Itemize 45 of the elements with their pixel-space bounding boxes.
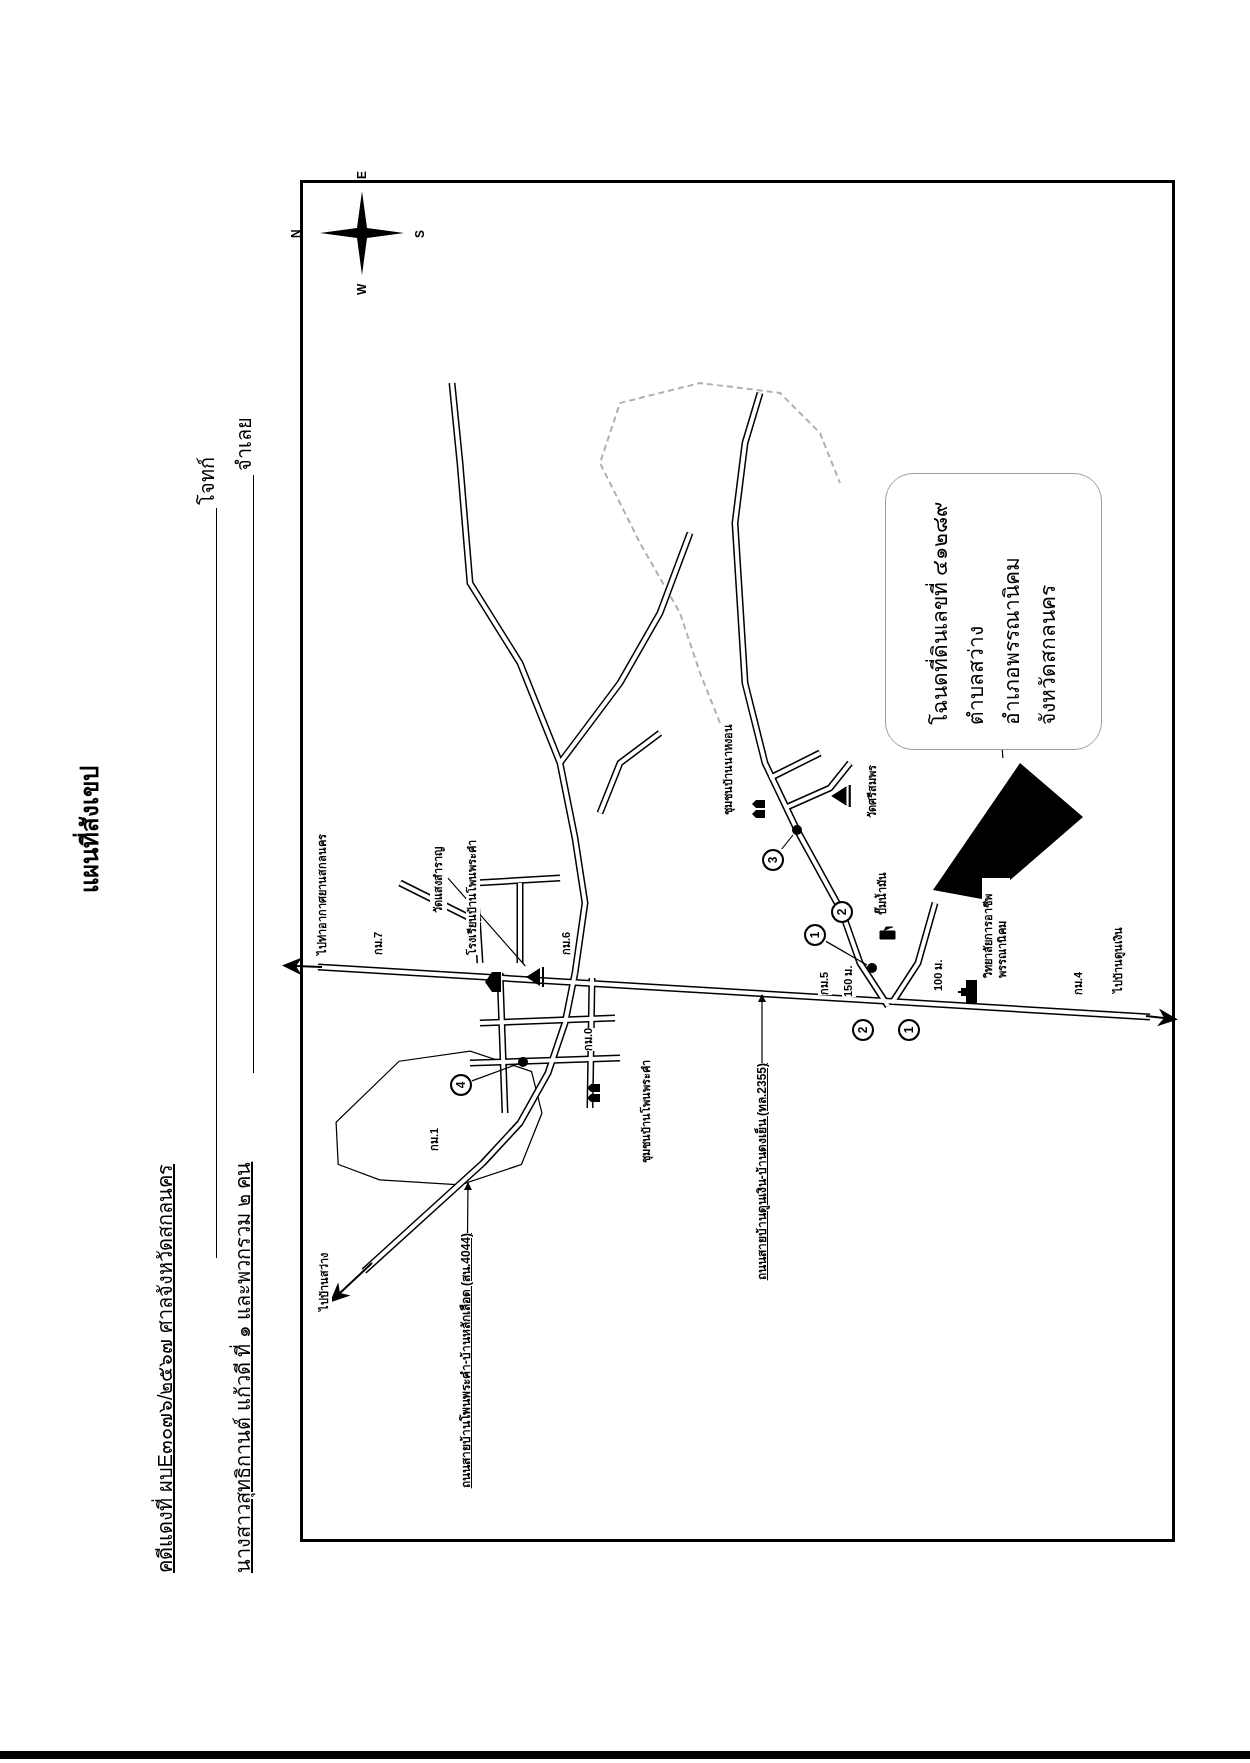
map-label: 100 ม. bbox=[932, 959, 946, 991]
map-label: ไปบ้านสว่าง bbox=[318, 1253, 332, 1311]
party-label: โจทก์ bbox=[195, 457, 219, 505]
map-label: 150 ม. bbox=[842, 965, 856, 997]
map-label: ชุมชนบ้านนาหงอน bbox=[722, 724, 736, 815]
leader-line bbox=[758, 994, 766, 1064]
party-label: จำเลย bbox=[232, 417, 256, 471]
map-label: วัดศรีสมพร bbox=[866, 765, 880, 818]
case-header-text: คดีแดงที่ ผบE๓๐๗๖/๒๕๖๗ ศาลจังหวัดสกลนคร bbox=[150, 1164, 180, 1573]
case-header-text: นางสาวสุทธิกานต์ แก้วดี ที่ ๑ และพวกรวม ๒ คน bbox=[228, 1161, 258, 1573]
callout-text: ตำบลสว่าง bbox=[962, 626, 988, 725]
compass-letter: E bbox=[356, 171, 368, 179]
map-label: กม.0 bbox=[582, 1027, 596, 1051]
road-label: ถนนสายบ้านโพนพระคำ-บ้านหลักเลือด (สน.4044) bbox=[456, 1233, 476, 1489]
callout-text: โฉนดที่ดินเลขที่ ๔๑๒๘๙ bbox=[924, 502, 952, 725]
place-label: วัดแสงสำราญ bbox=[430, 847, 447, 913]
callout-number: 1 bbox=[804, 924, 826, 946]
map-label: กม.7 bbox=[372, 931, 386, 955]
page-title: แผนที่สังเขป bbox=[72, 766, 108, 893]
road-label: ถนนสายบ้านดูนเงิน-บ้านดงเย็น (ทล.2355) bbox=[752, 1063, 772, 1281]
map-label: กม.6 bbox=[560, 931, 574, 955]
leader-line bbox=[463, 1182, 472, 1234]
callout-number: 1 bbox=[898, 1019, 920, 1041]
callout-number: 2 bbox=[831, 901, 853, 923]
map-label: ปั๊มน้ำมัน bbox=[876, 872, 890, 915]
map-label: กม.1 bbox=[428, 1127, 442, 1151]
callout-number: 2 bbox=[852, 1019, 874, 1041]
map-label: ไปบ้านดูนเงิน bbox=[1112, 927, 1126, 993]
callout-number: 3 bbox=[762, 849, 784, 871]
compass-letter: S bbox=[414, 230, 426, 238]
leader-line bbox=[825, 940, 868, 966]
map-label: ไปท่าอากาศยานสกลนคร bbox=[316, 834, 330, 955]
callout-text: อำเภอพรรณานิคม bbox=[998, 557, 1024, 725]
leader-line bbox=[781, 834, 794, 850]
map-label: กม.5 bbox=[818, 971, 832, 995]
leader-line bbox=[471, 1063, 519, 1082]
callout-box bbox=[885, 473, 1102, 750]
compass-letter: N bbox=[290, 229, 302, 238]
map-label: กม.4 bbox=[1072, 971, 1086, 995]
map-label: วิทยาลัยการอาชีพ พรรณานิคม bbox=[982, 878, 1010, 978]
map-label: ชุมชนบ้านโพนพระคำ bbox=[640, 1060, 654, 1163]
map-label: โรงเรียนบ้านโพนพระคำ bbox=[466, 840, 480, 955]
callout-text: จังหวัดสกลนคร bbox=[1034, 585, 1060, 725]
compass-letter: W bbox=[356, 283, 368, 295]
temple-icon bbox=[525, 966, 545, 988]
